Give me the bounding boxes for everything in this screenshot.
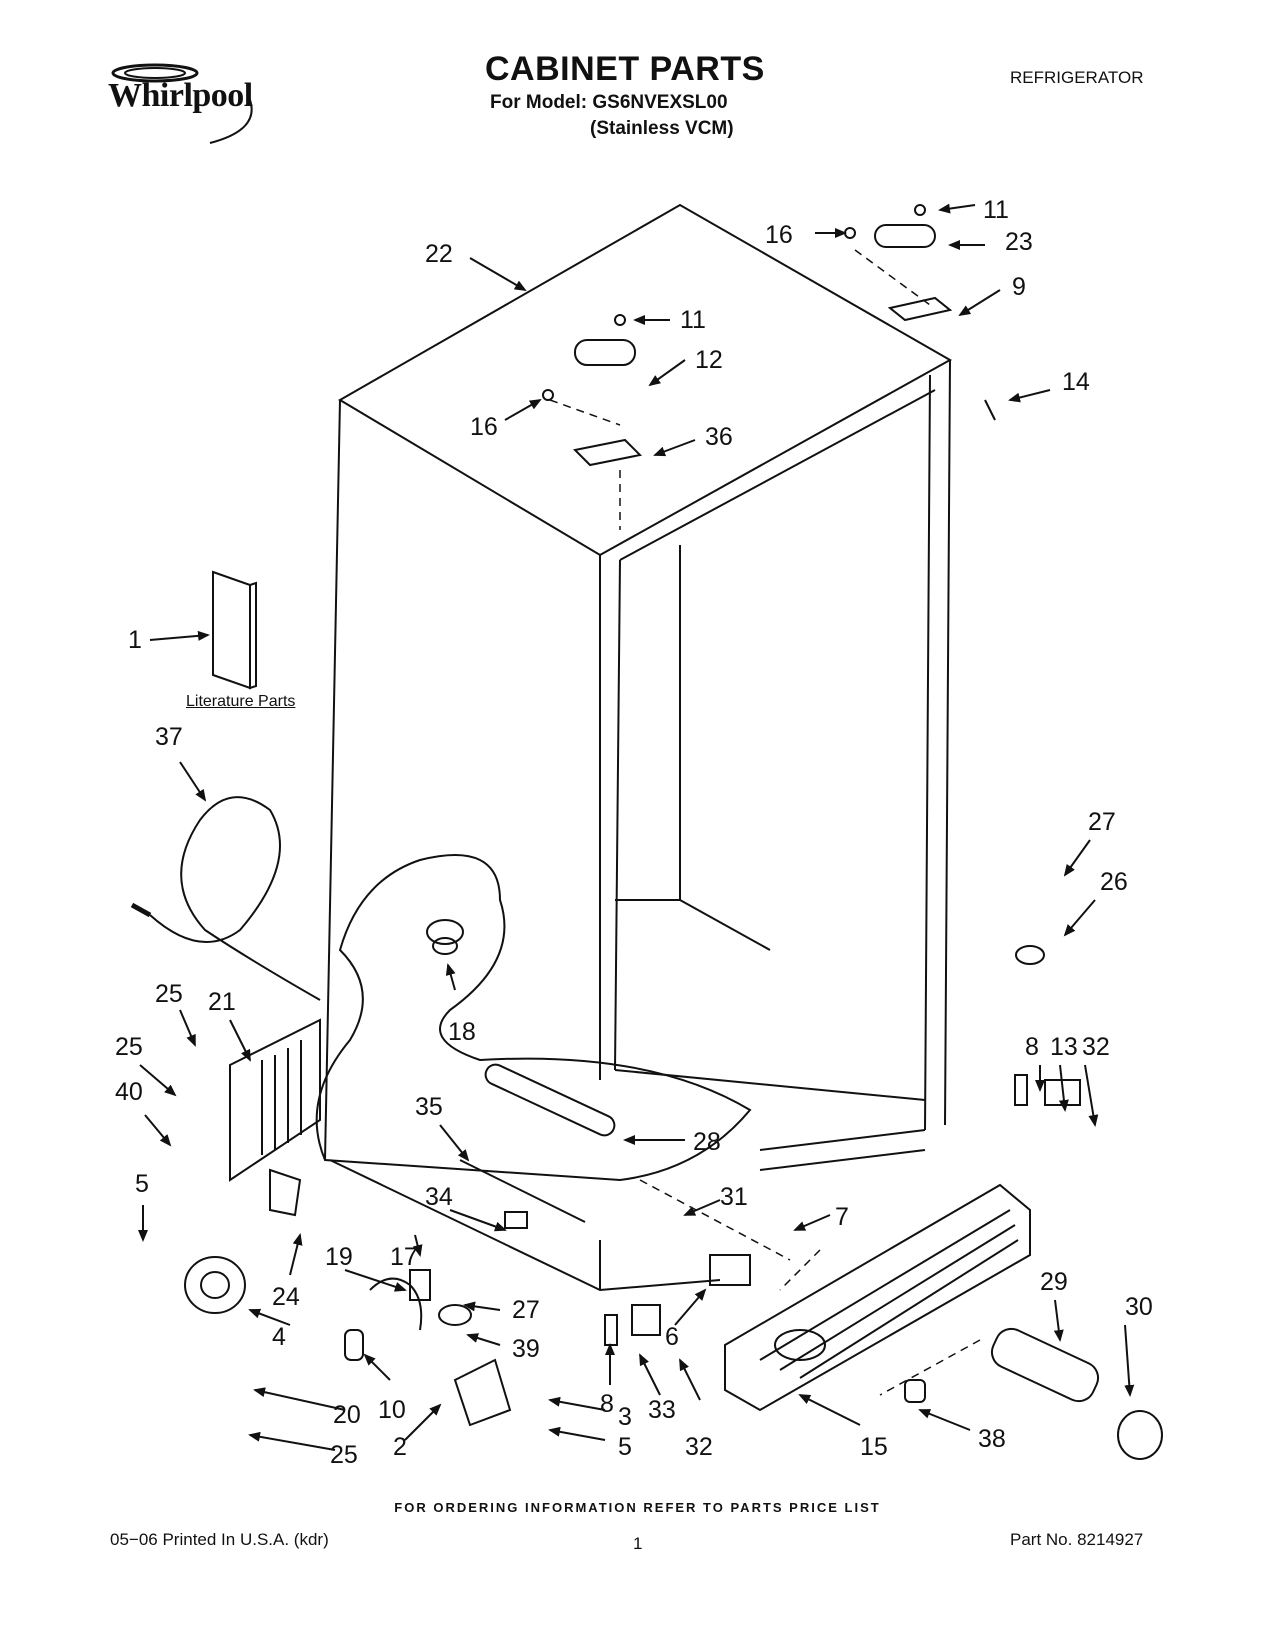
page-number: 1 [633, 1534, 643, 1553]
callout-label: 25 [155, 980, 183, 1008]
callout-label: 3 [618, 1403, 632, 1431]
callout-label: 11 [680, 306, 706, 334]
callout-label: 28 [693, 1128, 721, 1156]
callout-label: 11 [983, 196, 1009, 224]
callout-label: 38 [978, 1425, 1006, 1453]
callout-label: 30 [1125, 1293, 1153, 1321]
ordering-note: FOR ORDERING INFORMATION REFER TO PARTS … [394, 1500, 881, 1515]
callout-label: 1 [128, 626, 142, 654]
callout-label: 8 [600, 1390, 614, 1418]
callout-label: 15 [860, 1433, 888, 1461]
callout-labels: 22 16 11 23 9 11 12 14 16 36 1 37 27 26 … [115, 196, 1153, 1469]
callout-label: 29 [1040, 1268, 1068, 1296]
callout-label: 6 [665, 1323, 679, 1351]
power-cord-icon [149, 796, 321, 1001]
callout-label: 19 [325, 1243, 353, 1271]
callout-label: 14 [1062, 368, 1090, 396]
top-hinge-parts [542, 204, 996, 467]
part-number: Part No. 8214927 [1010, 1530, 1144, 1549]
page-title: CABINET PARTS [485, 50, 765, 88]
cord-plug-icon [130, 902, 152, 918]
callout-label: 9 [1012, 273, 1026, 301]
callout-arrows [138, 203, 1135, 1451]
category-label: REFRIGERATOR [1010, 68, 1144, 87]
callout-label: 25 [330, 1441, 358, 1469]
callout-label: 17 [390, 1243, 418, 1271]
callout-label: 27 [1088, 808, 1116, 836]
callout-label: 25 [115, 1033, 143, 1061]
print-info: 05−06 Printed In U.S.A. (kdr) [110, 1530, 329, 1549]
callout-label: 37 [155, 723, 183, 751]
literature-parts-caption: Literature Parts [186, 693, 296, 710]
callout-label: 23 [1005, 228, 1033, 256]
callout-label: 18 [448, 1018, 476, 1046]
callout-label: 21 [208, 988, 236, 1016]
callout-label: 26 [1100, 868, 1128, 896]
toe-grille-icon [724, 1183, 1031, 1412]
callout-label: 27 [512, 1296, 540, 1324]
water-filter-icon [904, 1327, 1163, 1460]
cabinet-outline [315, 203, 953, 1292]
callout-label: 24 [272, 1283, 300, 1311]
callout-label: 10 [378, 1396, 406, 1424]
back-panel-icon [229, 1018, 321, 1182]
callout-label: 5 [618, 1433, 632, 1461]
literature-booklet-icon [212, 570, 257, 690]
callout-label: 31 [720, 1183, 748, 1211]
callout-label: 13 [1050, 1033, 1078, 1061]
model-variant: (Stainless VCM) [590, 118, 734, 139]
logo-swirl-icon [111, 63, 253, 144]
callout-label: 4 [272, 1323, 286, 1351]
callout-label: 32 [1082, 1033, 1110, 1061]
callout-label: 7 [835, 1203, 849, 1231]
callout-label: 36 [705, 423, 733, 451]
callout-label: 33 [648, 1396, 676, 1424]
assembly-guide-lines [549, 249, 981, 1396]
callout-label: 39 [512, 1335, 540, 1363]
callout-label: 40 [115, 1078, 143, 1106]
callout-label: 16 [470, 413, 498, 441]
callout-label: 34 [425, 1183, 453, 1211]
callout-label: 16 [765, 221, 793, 249]
callout-label: 8 [1025, 1033, 1039, 1061]
callout-label: 35 [415, 1093, 443, 1121]
callout-label: 5 [135, 1170, 149, 1198]
callout-label: 22 [425, 240, 453, 268]
whirlpool-logo: Whirlpool [100, 55, 285, 145]
model-line: For Model: GS6NVEXSL00 [490, 92, 728, 113]
callout-label: 20 [333, 1401, 361, 1429]
callout-label: 12 [695, 346, 723, 374]
callout-label: 32 [685, 1433, 713, 1461]
brand-name: Whirlpool [108, 77, 253, 114]
callout-label: 2 [393, 1433, 407, 1461]
